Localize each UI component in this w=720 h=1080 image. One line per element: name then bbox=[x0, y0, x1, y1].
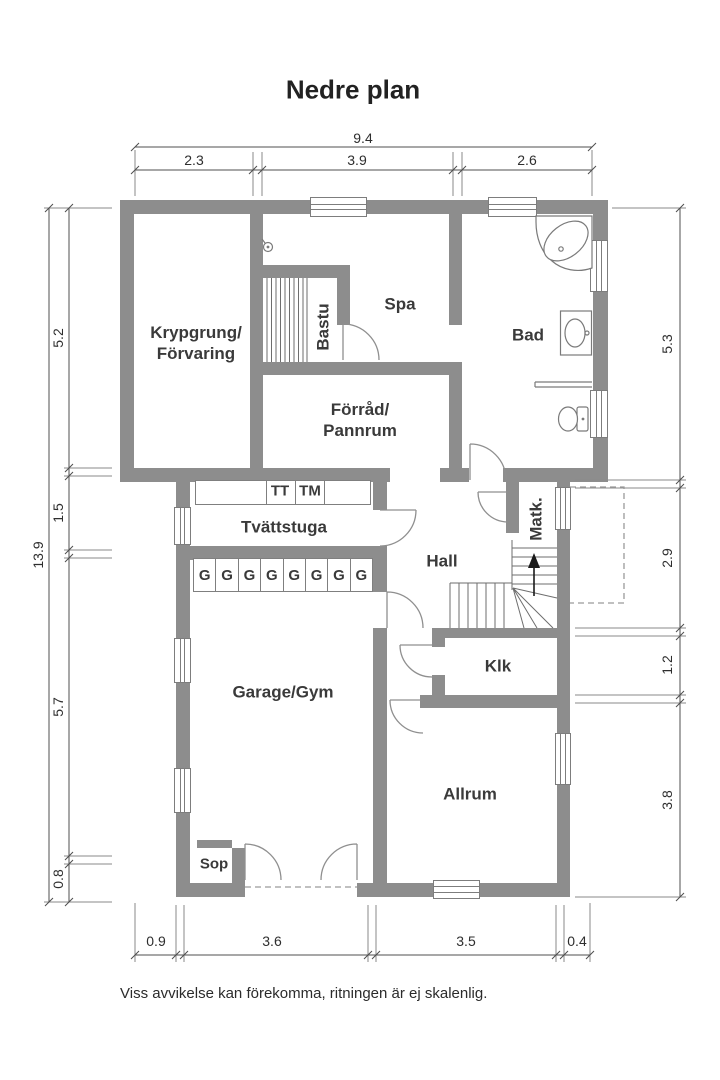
room-label-bad: Bad bbox=[511, 325, 545, 345]
room-label-forrad: Förråd/ Pannrum bbox=[323, 399, 397, 442]
dim-left-total: 13.9 bbox=[30, 541, 46, 569]
wall bbox=[449, 214, 462, 325]
dim-right-4: 3.8 bbox=[659, 790, 675, 810]
laundry-counter bbox=[195, 480, 371, 505]
stairs-up-arrow bbox=[528, 553, 540, 568]
wardrobe-cell: G bbox=[261, 559, 284, 591]
wardrobe-cell: G bbox=[328, 559, 351, 591]
dim-left-2: 1.5 bbox=[50, 503, 66, 523]
room-label-matk: Matk. bbox=[526, 497, 546, 541]
wall bbox=[373, 560, 387, 592]
window bbox=[555, 487, 571, 530]
wall bbox=[357, 883, 390, 897]
wardrobe-cell: G bbox=[239, 559, 262, 591]
wall bbox=[420, 695, 570, 708]
counter-divider bbox=[295, 481, 296, 504]
room-label-spa: Spa bbox=[384, 294, 416, 314]
dim-bottom-4: 0.4 bbox=[567, 933, 587, 949]
room-label-forrad-line2: Pannrum bbox=[323, 421, 397, 440]
staircase bbox=[449, 540, 558, 629]
disclaimer-text: Viss avvikelse kan förekomma, ritningen … bbox=[120, 985, 488, 1002]
dim-left-3: 5.7 bbox=[50, 697, 66, 717]
window bbox=[590, 390, 608, 438]
dim-bottom-3: 3.5 bbox=[456, 933, 476, 949]
room-label-hall: Hall bbox=[426, 551, 458, 571]
dim-bottom-2: 3.6 bbox=[262, 933, 282, 949]
dim-top-2: 3.9 bbox=[347, 152, 367, 168]
wardrobe-cell: G bbox=[355, 566, 368, 584]
wall bbox=[557, 482, 570, 897]
wall bbox=[432, 638, 445, 647]
dim-top-total: 9.4 bbox=[353, 130, 373, 146]
wardrobe-row: G G G G G G G G bbox=[193, 558, 373, 592]
bathtub-icon bbox=[535, 215, 593, 271]
wall bbox=[197, 840, 232, 848]
page-title: Nedre plan bbox=[285, 74, 421, 105]
wall bbox=[263, 362, 462, 375]
wall bbox=[449, 375, 462, 482]
dim-top-3: 2.6 bbox=[517, 152, 537, 168]
dim-top-1: 2.3 bbox=[184, 152, 204, 168]
room-label-garage: Garage/Gym bbox=[232, 682, 334, 702]
window bbox=[310, 197, 367, 217]
wall bbox=[176, 883, 245, 897]
window bbox=[488, 197, 537, 217]
counter-divider bbox=[324, 481, 325, 504]
window bbox=[174, 638, 191, 683]
sink-icon bbox=[559, 310, 593, 356]
wall bbox=[176, 546, 387, 560]
room-label-krypgrund: Krypgrung/ Förvaring bbox=[150, 322, 242, 365]
wall bbox=[432, 628, 557, 638]
wardrobe-cell: G bbox=[194, 559, 217, 591]
room-label-krypgrund-line2: Förvaring bbox=[156, 344, 236, 363]
wall bbox=[373, 628, 387, 883]
dim-bottom-1: 0.9 bbox=[146, 933, 166, 949]
dim-left-1: 5.2 bbox=[50, 328, 66, 348]
wall bbox=[506, 482, 519, 533]
dim-right-2: 2.9 bbox=[659, 548, 675, 568]
dim-left-4: 0.8 bbox=[50, 869, 66, 889]
window bbox=[174, 507, 191, 545]
wall bbox=[503, 468, 608, 482]
room-label-forrad-line1: Förråd/ bbox=[330, 399, 390, 419]
room-label-tvattstuga: Tvättstuga bbox=[241, 517, 327, 537]
wall bbox=[250, 214, 263, 468]
window bbox=[433, 880, 480, 899]
dim-right-3: 1.2 bbox=[659, 655, 675, 675]
room-label-klk: Klk bbox=[484, 656, 512, 676]
appliance-label-tt: TT bbox=[270, 482, 290, 500]
wardrobe-cell: G bbox=[284, 559, 306, 591]
wall bbox=[373, 468, 387, 510]
window bbox=[174, 768, 191, 813]
appliance-label-tm: TM bbox=[299, 482, 321, 500]
shelf-icon bbox=[534, 381, 592, 388]
wardrobe-cell: G bbox=[216, 559, 239, 591]
wall bbox=[337, 278, 350, 325]
wall bbox=[263, 265, 350, 278]
room-label-krypgrund-line1: Krypgrung/ bbox=[150, 322, 242, 342]
wardrobe-cell: G bbox=[306, 559, 329, 591]
toilet-icon bbox=[557, 406, 589, 432]
dim-right-1: 5.3 bbox=[659, 334, 675, 354]
room-label-sop: Sop bbox=[199, 855, 229, 873]
window bbox=[555, 733, 571, 785]
wall bbox=[232, 848, 245, 883]
room-label-allrum: Allrum bbox=[443, 784, 497, 804]
wall bbox=[432, 675, 445, 695]
drain-icon bbox=[261, 238, 274, 253]
counter-divider bbox=[266, 481, 267, 504]
wall bbox=[120, 214, 134, 482]
room-label-bastu: Bastu bbox=[313, 303, 333, 351]
